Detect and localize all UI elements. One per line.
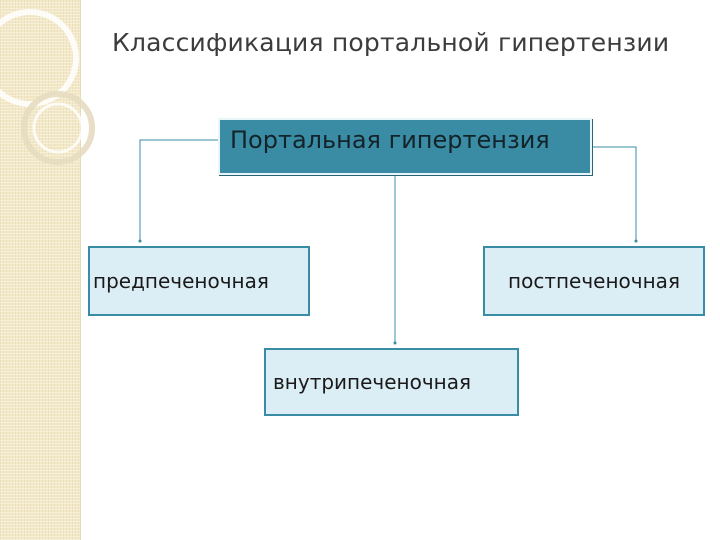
node-intrahepatic: внутрипеченочная <box>264 348 519 416</box>
root-node-label: Портальная гипертензия <box>230 126 550 154</box>
connector-to-post-endpoint <box>634 239 638 243</box>
node-prehepatic: предпеченочная <box>88 246 310 316</box>
node-posthepatic: постпеченочная <box>483 246 705 316</box>
connector-to-intra-endpoint <box>393 341 397 345</box>
decorative-circles <box>0 9 95 165</box>
node-prehepatic-label: предпеченочная <box>93 269 269 293</box>
deco-ring-inner <box>32 102 84 154</box>
connector-to-pre <box>139 139 218 240</box>
slide-title: Классификация портальной гипертензии <box>112 28 670 57</box>
deco-ring-small <box>21 91 95 165</box>
node-posthepatic-label: постпеченочная <box>508 269 680 293</box>
node-intrahepatic-label: внутрипеченочная <box>273 370 472 394</box>
connector-to-pre-endpoint <box>138 239 142 243</box>
root-node: Портальная гипертензия <box>218 118 592 175</box>
connector-to-post <box>592 146 637 240</box>
